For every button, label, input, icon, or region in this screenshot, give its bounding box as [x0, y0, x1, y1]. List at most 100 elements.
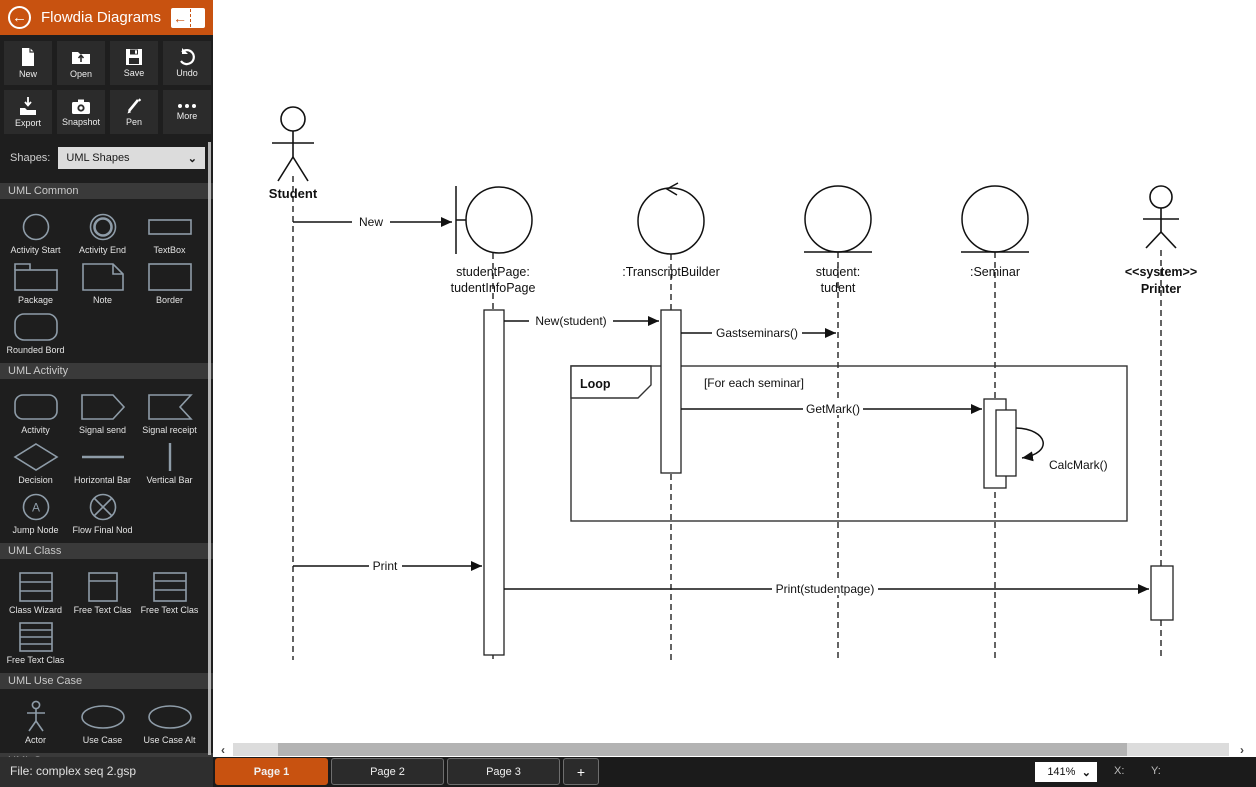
message-calcmark-self[interactable]	[1015, 427, 1044, 462]
scroll-right-icon[interactable]: ›	[1240, 742, 1244, 757]
save-button[interactable]: Save	[110, 41, 158, 85]
participant-student-entity[interactable]	[804, 185, 872, 253]
horizontal-bar-icon	[81, 455, 124, 459]
palette-item-use-case[interactable]: Use Case	[69, 695, 136, 745]
participant-student-label[interactable]: Student	[269, 186, 318, 201]
activations[interactable]	[483, 309, 1174, 656]
undo-button[interactable]: Undo	[163, 41, 211, 85]
free-text-class-icon	[152, 572, 187, 602]
lifelines[interactable]	[292, 176, 1162, 660]
palette-item-activity-start[interactable]: Activity Start	[2, 205, 69, 255]
palette-item-class-wizard[interactable]: Class Wizard	[2, 565, 69, 615]
scroll-left-icon[interactable]: ‹	[221, 742, 225, 757]
activation-transcriptbuilder[interactable]	[660, 309, 682, 474]
participant-studentpage-label1[interactable]: studentPage:	[456, 265, 530, 279]
messages[interactable]	[293, 217, 1149, 594]
palette-item-activity[interactable]: Activity	[2, 385, 69, 435]
scrollbar-thumb[interactable]	[278, 743, 1127, 756]
palette-item-textbox[interactable]: TextBox	[136, 205, 203, 255]
loop-operator-label: Loop	[580, 377, 611, 391]
actor-head	[1149, 185, 1173, 209]
palette-item-actor[interactable]: Actor	[2, 695, 69, 745]
palette-item-free-text-class-1[interactable]: Free Text Clas	[69, 565, 136, 615]
page-tab-1[interactable]: Page 1	[215, 758, 328, 785]
activation-studentpage[interactable]	[483, 309, 505, 656]
coord-x-label: X:	[1114, 765, 1125, 777]
palette-item-free-text-class-3[interactable]: Free Text Clas	[2, 615, 69, 665]
pen-button[interactable]: Pen	[110, 90, 158, 134]
message-label-getmark[interactable]: GetMark()	[806, 402, 860, 416]
palette-item-vertical-bar[interactable]: Vertical Bar	[136, 435, 203, 485]
section-header-uml-activity[interactable]: UML Activity	[0, 363, 213, 379]
palette-item-jump-node[interactable]: A Jump Node	[2, 485, 69, 535]
message-label-print[interactable]: Print	[373, 559, 398, 573]
activation-seminar-inner[interactable]	[995, 409, 1017, 477]
participant-printer-stereotype[interactable]: <<system>>	[1125, 265, 1197, 279]
message-label-new[interactable]: New	[359, 215, 383, 229]
vertical-bar-icon	[168, 443, 171, 471]
add-page-button[interactable]: +	[563, 758, 599, 785]
palette-item-border[interactable]: Border	[136, 255, 203, 305]
participant-transcriptbuilder-label[interactable]: :TranscriptBuilder	[622, 265, 720, 279]
toolbar: New Open Save Undo Export Snapshot	[0, 35, 213, 139]
scrollbar-track[interactable]	[233, 743, 1229, 756]
section-header-uml-class[interactable]: UML Class	[0, 543, 213, 559]
more-button[interactable]: More	[163, 90, 211, 134]
activation-printer[interactable]	[1150, 565, 1174, 621]
participant-seminar[interactable]	[961, 185, 1029, 253]
section-header-uml-sequence[interactable]: UML Sequence	[0, 753, 213, 757]
message-label-gastseminars[interactable]: Gastseminars()	[716, 326, 798, 340]
palette-item-use-case-alt[interactable]: Use Case Alt	[136, 695, 203, 745]
undo-icon	[180, 48, 195, 66]
boundary-circle	[465, 186, 533, 254]
note-icon	[81, 263, 124, 291]
shape-grid-uml-use-case: Actor Use Case Use Case Alt	[0, 689, 213, 747]
section-header-uml-common[interactable]: UML Common	[0, 183, 213, 199]
snapshot-button[interactable]: Snapshot	[57, 90, 105, 134]
palette-item-horizontal-bar[interactable]: Horizontal Bar	[69, 435, 136, 485]
palette-item-note[interactable]: Note	[69, 255, 136, 305]
participant-studentpage[interactable]	[455, 186, 533, 254]
export-button[interactable]: Export	[4, 90, 52, 134]
palette-item-activity-end[interactable]: Activity End	[69, 205, 136, 255]
palette-item-flow-final-node[interactable]: Flow Final Nod	[69, 485, 136, 535]
message-label-calcmark[interactable]: CalcMark()	[1049, 458, 1108, 472]
sequence-diagram[interactable]: Loop [For each seminar]	[213, 0, 1256, 742]
participant-student[interactable]	[272, 106, 314, 182]
diagram-canvas[interactable]: Loop [For each seminar]	[213, 0, 1256, 757]
participant-studentpage-label2[interactable]: tudentInfoPage	[451, 281, 536, 295]
shapes-label: Shapes:	[10, 152, 51, 164]
palette-item-free-text-class-2[interactable]: Free Text Clas	[136, 565, 203, 615]
palette-item-decision[interactable]: Decision	[2, 435, 69, 485]
coord-y-label: Y:	[1151, 765, 1161, 777]
decision-icon	[12, 443, 59, 471]
palette-item-signal-receipt[interactable]: Signal receipt	[136, 385, 203, 435]
new-button[interactable]: New	[4, 41, 52, 85]
participant-seminar-label[interactable]: :Seminar	[970, 265, 1020, 279]
palette-item-rounded-border[interactable]: Rounded Bord	[2, 305, 69, 355]
participant-printer-label[interactable]: Printer	[1141, 282, 1181, 296]
message-label-new-student[interactable]: New(student)	[535, 314, 606, 328]
package-icon	[13, 263, 58, 291]
collapse-panel-icon[interactable]: ←	[171, 7, 205, 28]
use-case-icon	[80, 705, 125, 729]
palette-item-package[interactable]: Package	[2, 255, 69, 305]
new-document-icon	[22, 48, 34, 66]
panel-scrollbar[interactable]	[208, 142, 211, 755]
zoom-dropdown[interactable]: 141% ⌄	[1035, 762, 1097, 782]
loop-fragment[interactable]: Loop [For each seminar]	[570, 365, 1128, 522]
page-tab-3[interactable]: Page 3	[447, 758, 560, 785]
message-label-print-studentpage[interactable]: Print(studentpage)	[776, 582, 875, 596]
rounded-border-icon	[13, 313, 58, 341]
participant-student-entity-label1[interactable]: student:	[816, 265, 860, 279]
palette-item-signal-send[interactable]: Signal send	[69, 385, 136, 435]
open-button[interactable]: Open	[57, 41, 105, 85]
participant-transcriptbuilder[interactable]	[637, 182, 705, 255]
back-button[interactable]: ←	[8, 6, 31, 29]
pen-icon	[127, 98, 142, 114]
participant-printer[interactable]	[1143, 185, 1179, 249]
shapes-dropdown[interactable]: UML Shapes ⌄	[58, 147, 205, 169]
page-tab-2[interactable]: Page 2	[331, 758, 444, 785]
participant-student-entity-label2[interactable]: tudent	[821, 281, 856, 295]
section-header-uml-use-case[interactable]: UML Use Case	[0, 673, 213, 689]
